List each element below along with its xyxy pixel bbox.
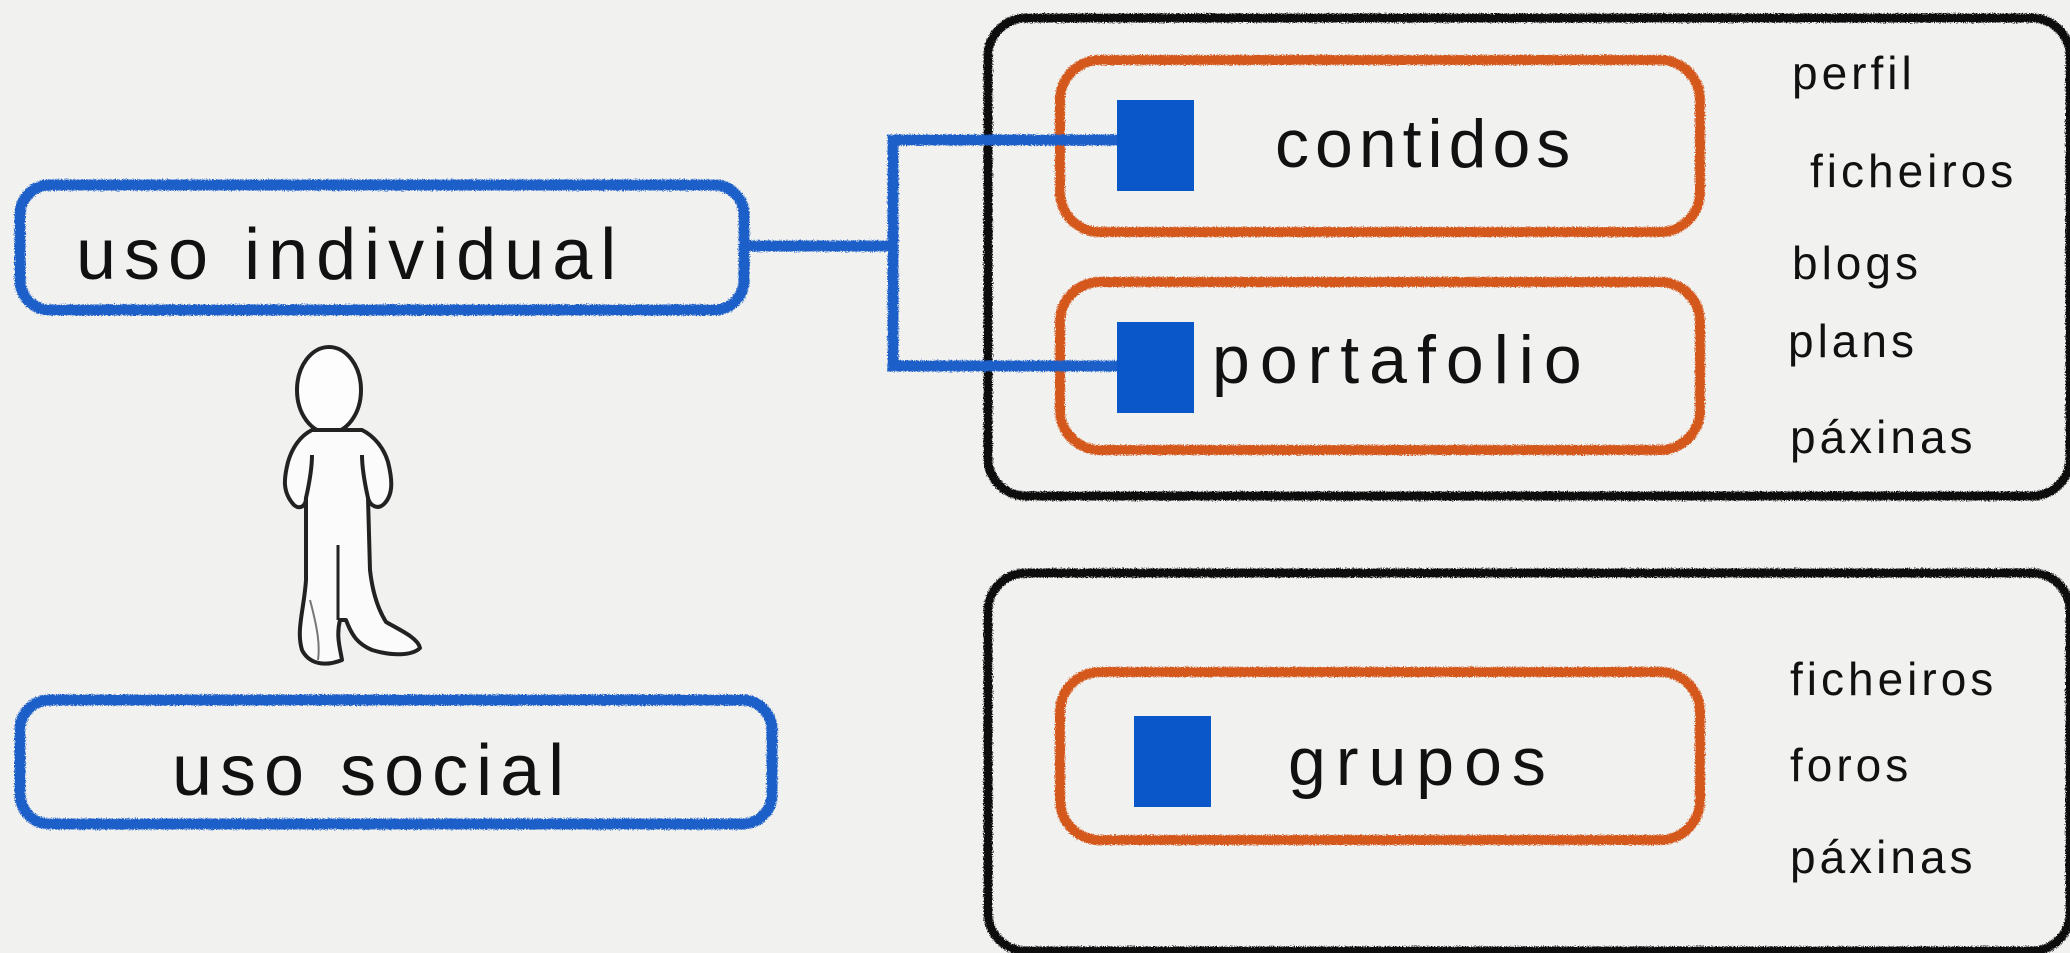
person-standing-icon [282, 345, 422, 666]
top-item-plans: plans [1788, 315, 1918, 367]
contidos-box [1055, 55, 1705, 237]
uso-individual-pill [14, 179, 750, 316]
contidos-marker [1117, 100, 1194, 191]
contidos-label: contidos [1275, 106, 1577, 182]
top-item-perfil: perfil [1792, 47, 1916, 99]
grupos-label: grupos [1288, 724, 1556, 800]
top-item-blogs: blogs [1792, 237, 1922, 289]
grupos-marker [1134, 716, 1211, 807]
top-group-frame [983, 13, 2070, 501]
uso-individual-label: uso individual [76, 215, 625, 295]
bottom-item-paxinas: páxinas [1790, 831, 1977, 883]
bottom-item-foros: foros [1790, 739, 1913, 791]
top-item-paxinas: páxinas [1790, 411, 1977, 463]
uso-social-pill [14, 694, 778, 830]
portafolio-marker [1117, 322, 1194, 413]
individual-connector [746, 134, 1124, 372]
portafolio-label: portafolio [1212, 322, 1592, 398]
top-item-ficheiros: ficheiros [1810, 145, 2018, 197]
uso-social-label: uso social [172, 731, 573, 811]
bottom-item-ficheiros: ficheiros [1790, 653, 1998, 705]
